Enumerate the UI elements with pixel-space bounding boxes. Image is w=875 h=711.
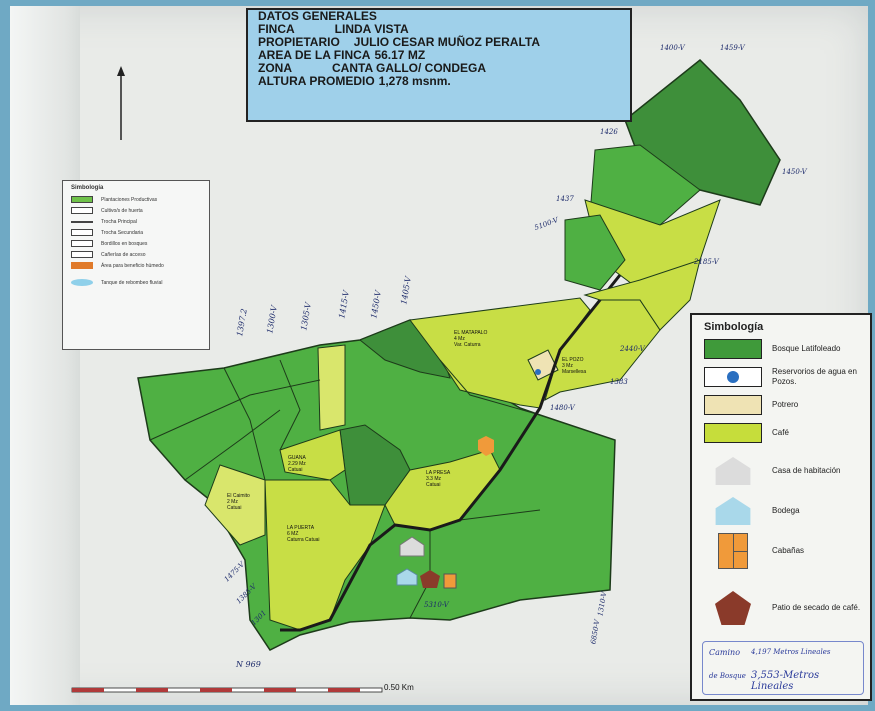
legend-swatch: [704, 367, 762, 387]
plot-la-puerta: [264, 479, 386, 631]
warehouse-icon: [396, 568, 418, 586]
warehouse-legend-icon: [715, 497, 751, 525]
legend-small-item: Área para beneficio húmedo: [71, 260, 209, 271]
cabin-legend-icon: [704, 533, 762, 569]
hand-number: 1426: [600, 128, 618, 136]
legend-swatch: [704, 339, 762, 359]
legend-small-item: Trocha Principal: [71, 216, 209, 227]
legend-swatch: [71, 251, 93, 258]
general-data-title: DATOS GENERALES: [258, 9, 377, 23]
hand-number: 1480-V: [550, 404, 575, 412]
plot-boundaries: [149, 359, 541, 619]
legend-swatch: [704, 395, 762, 415]
legend-small-item: Tanque de rebombeo fluvial: [71, 277, 209, 288]
legend-item-bosque: Bosque Latifoleado: [704, 339, 864, 359]
hand-number: 1400-V: [660, 44, 685, 52]
handwritten-bosque-metros: 3,553-Metros Lineales: [751, 670, 820, 692]
legend-small-item: Trocha Secundaria: [71, 227, 209, 238]
legend-main-title: Simbología: [704, 321, 764, 333]
legend-main: Simbología Bosque Latifoleado Reservorio…: [690, 313, 872, 701]
legend-small-item: Cañerías de acceso: [71, 249, 209, 260]
legend-swatch: [71, 240, 93, 247]
hand-number: N 969: [236, 660, 261, 669]
legend-small: Simbología Plantaciones Productivas Cult…: [62, 180, 210, 350]
legend-item-cafe: Café: [704, 423, 864, 443]
scale-label: 0.50 Km: [384, 683, 414, 692]
handwritten-box: Camino 4,197 Metros Lineales de Bosque 3…: [702, 641, 864, 695]
cabin-icon: [443, 573, 457, 589]
house-legend-icon: [715, 457, 751, 485]
water-dot-icon: [727, 371, 739, 383]
legend-swatch: [71, 207, 93, 214]
cafe-north-2: [583, 259, 701, 331]
legend-swatch: [71, 220, 93, 223]
plot-guana: [279, 429, 346, 481]
handwritten-camino: Camino: [709, 648, 741, 657]
hand-number: 1459-V: [720, 44, 745, 52]
legend-small-item: Plantaciones Productivas: [71, 194, 209, 205]
drying-patio-icon: [420, 570, 440, 588]
hand-number: 1450-V: [782, 168, 807, 176]
house-icon: [399, 536, 425, 557]
legend-item-cabanas: Cabañas: [704, 533, 864, 569]
plot-cafe-strip: [317, 344, 346, 431]
drying-patio-legend-icon: [704, 591, 762, 625]
scale-bar: [71, 687, 383, 693]
legend-item-patio: Patio de secado de café.: [704, 591, 864, 625]
legend-item-bodega: Bodega: [704, 497, 864, 525]
handwritten-bosque: de Bosque: [709, 672, 746, 680]
legend-small-title: Simbología: [71, 185, 104, 191]
legend-item-potrero: Potrero: [704, 395, 864, 415]
sheet-binding: [10, 6, 80, 705]
forest-north-small: [564, 214, 626, 291]
legend-item-reservorio: Reservorios de agua en Pozos.: [704, 367, 864, 387]
legend-swatch: [71, 279, 93, 286]
cabin-icon-2: [478, 436, 494, 456]
plot-el-caimito: [204, 464, 266, 546]
legend-item-casa: Casa de habitación: [704, 457, 864, 485]
hand-number: 2185-V: [694, 258, 719, 266]
handwritten-camino-metros: 4,197 Metros Lineales: [751, 648, 831, 656]
legend-small-item: Bordillos en bosques: [71, 238, 209, 249]
water-reservoir-icon: [535, 369, 541, 375]
hand-number: 5310-V: [424, 601, 449, 609]
legend-swatch: [71, 262, 93, 269]
hand-number: 1383: [610, 378, 628, 386]
hand-number: 1437: [556, 195, 574, 203]
legend-small-item: Cultivo/s de huerta: [71, 205, 209, 216]
legend-swatch: [71, 196, 93, 203]
legend-swatch: [71, 229, 93, 236]
hand-number: 2440-V: [620, 345, 645, 353]
north-arrow-icon: [117, 66, 125, 140]
legend-swatch: [704, 423, 762, 443]
